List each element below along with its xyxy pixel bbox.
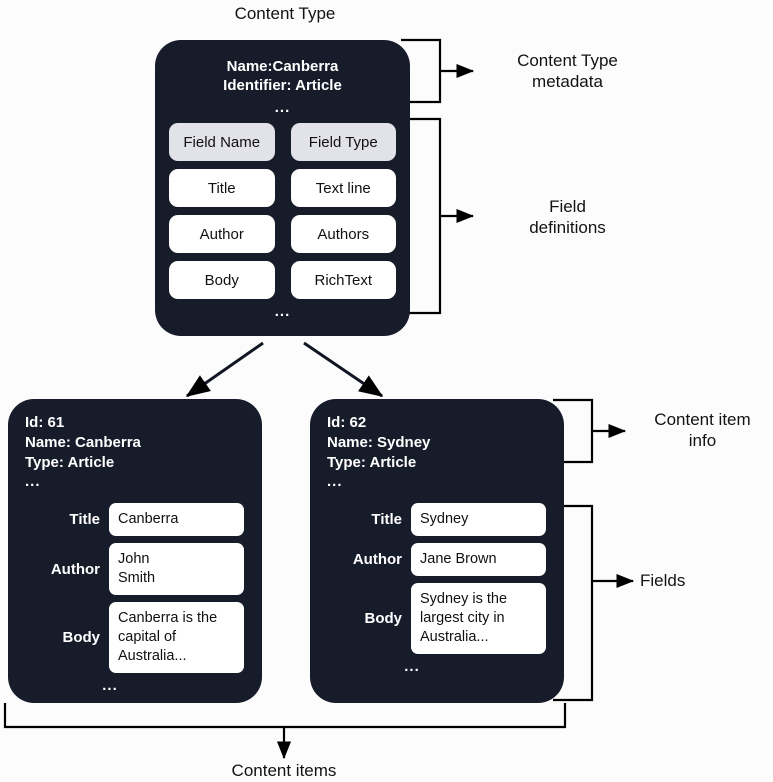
field-value: John Smith [109,543,244,595]
bracket-content-items [3,703,567,760]
field-value: Canberra is the capital of Australia... [109,602,244,673]
field-label: Author [352,551,402,568]
column-header-field-type: Field Type [290,123,396,161]
annotation-content-item-info: Content item info [654,410,751,450]
field-name-cell: Body [169,261,275,299]
content-type-identifier: Identifier: Article [223,77,342,94]
field-definitions-header-row: Field Name Field Type [169,123,396,161]
content-item-fields: Title Canberra Author John Smith Body Ca… [8,503,262,673]
content-item-meta-ellipsis: ... [25,473,41,490]
content-item-info-block: Id: 62 Name: Sydney Type: Article [310,399,564,473]
content-item-field: Title Canberra [18,503,244,536]
content-item-bottom-ellipsis: ... [404,658,420,675]
content-item-card-61: Id: 61 Name: Canberra Type: Article ... … [8,399,262,703]
field-value: Sydney is the largest city in Australia.… [411,583,546,654]
content-item-bottom-ellipsis: ... [102,677,118,694]
field-label: Title [371,511,402,528]
content-item-field: Title Sydney [320,503,546,536]
annotation-field-definitions: Field definitions [529,197,606,237]
field-label: Body [364,610,403,627]
content-item-name: Name: Canberra [25,434,141,451]
field-label: Title [69,511,100,528]
content-type-meta-ellipsis: ... [274,99,291,116]
field-definition-row: Author Authors [169,215,396,253]
field-label: Author [50,560,100,578]
content-item-field: Body Canberra is the capital of Australi… [18,602,244,673]
field-value: Sydney [411,503,546,536]
field-label: Body [62,629,101,646]
field-definition-row: Body RichText [169,261,396,299]
field-name-cell: Title [169,169,275,207]
field-value: Jane Brown [411,543,546,576]
content-type-bottom-ellipsis: ... [274,303,291,320]
content-item-name: Name: Sydney [327,434,431,451]
content-item-id: Id: 61 [25,414,65,431]
content-item-meta-ellipsis: ... [327,473,343,490]
column-header-field-name: Field Name [169,123,275,161]
field-type-cell: Authors [290,215,396,253]
arrow-contenttype-to-item-61 [185,341,264,398]
arrow-contenttype-to-item-62 [303,341,384,398]
content-type-name: Name:Canberra [226,58,339,75]
bracket-field-definitions [401,117,475,315]
field-definition-row: Title Text line [169,169,396,207]
content-item-info-block: Id: 61 Name: Canberra Type: Article [8,399,262,473]
field-type-cell: RichText [290,261,396,299]
content-item-id: Id: 62 [327,414,367,431]
content-item-fields: Title Sydney Author Jane Brown Body Sydn… [310,503,564,654]
content-type-card: Name:Canberra Identifier: Article ... Fi… [155,40,410,336]
diagram-title: Content Type [234,4,336,23]
content-item-field: Author Jane Brown [320,543,546,576]
field-name-cell: Author [169,215,275,253]
bracket-fields [553,504,635,702]
content-item-field: Body Sydney is the largest city in Austr… [320,583,546,654]
field-definitions-table: Field Name Field Type Title Text line Au… [155,123,410,299]
content-type-metadata-block: Name:Canberra Identifier: Article [155,40,410,95]
content-item-type: Type: Article [327,454,417,471]
content-item-field: Author John Smith [18,543,244,595]
field-type-cell: Text line [290,169,396,207]
annotation-content-type-metadata: Content Type metadata [517,51,618,91]
annotation-fields: Fields [640,571,686,590]
field-value: Canberra [109,503,244,536]
content-item-type: Type: Article [25,454,115,471]
content-items-label: Content items [231,761,337,780]
content-item-card-62: Id: 62 Name: Sydney Type: Article ... Ti… [310,399,564,703]
bracket-content-type-metadata [401,38,475,104]
